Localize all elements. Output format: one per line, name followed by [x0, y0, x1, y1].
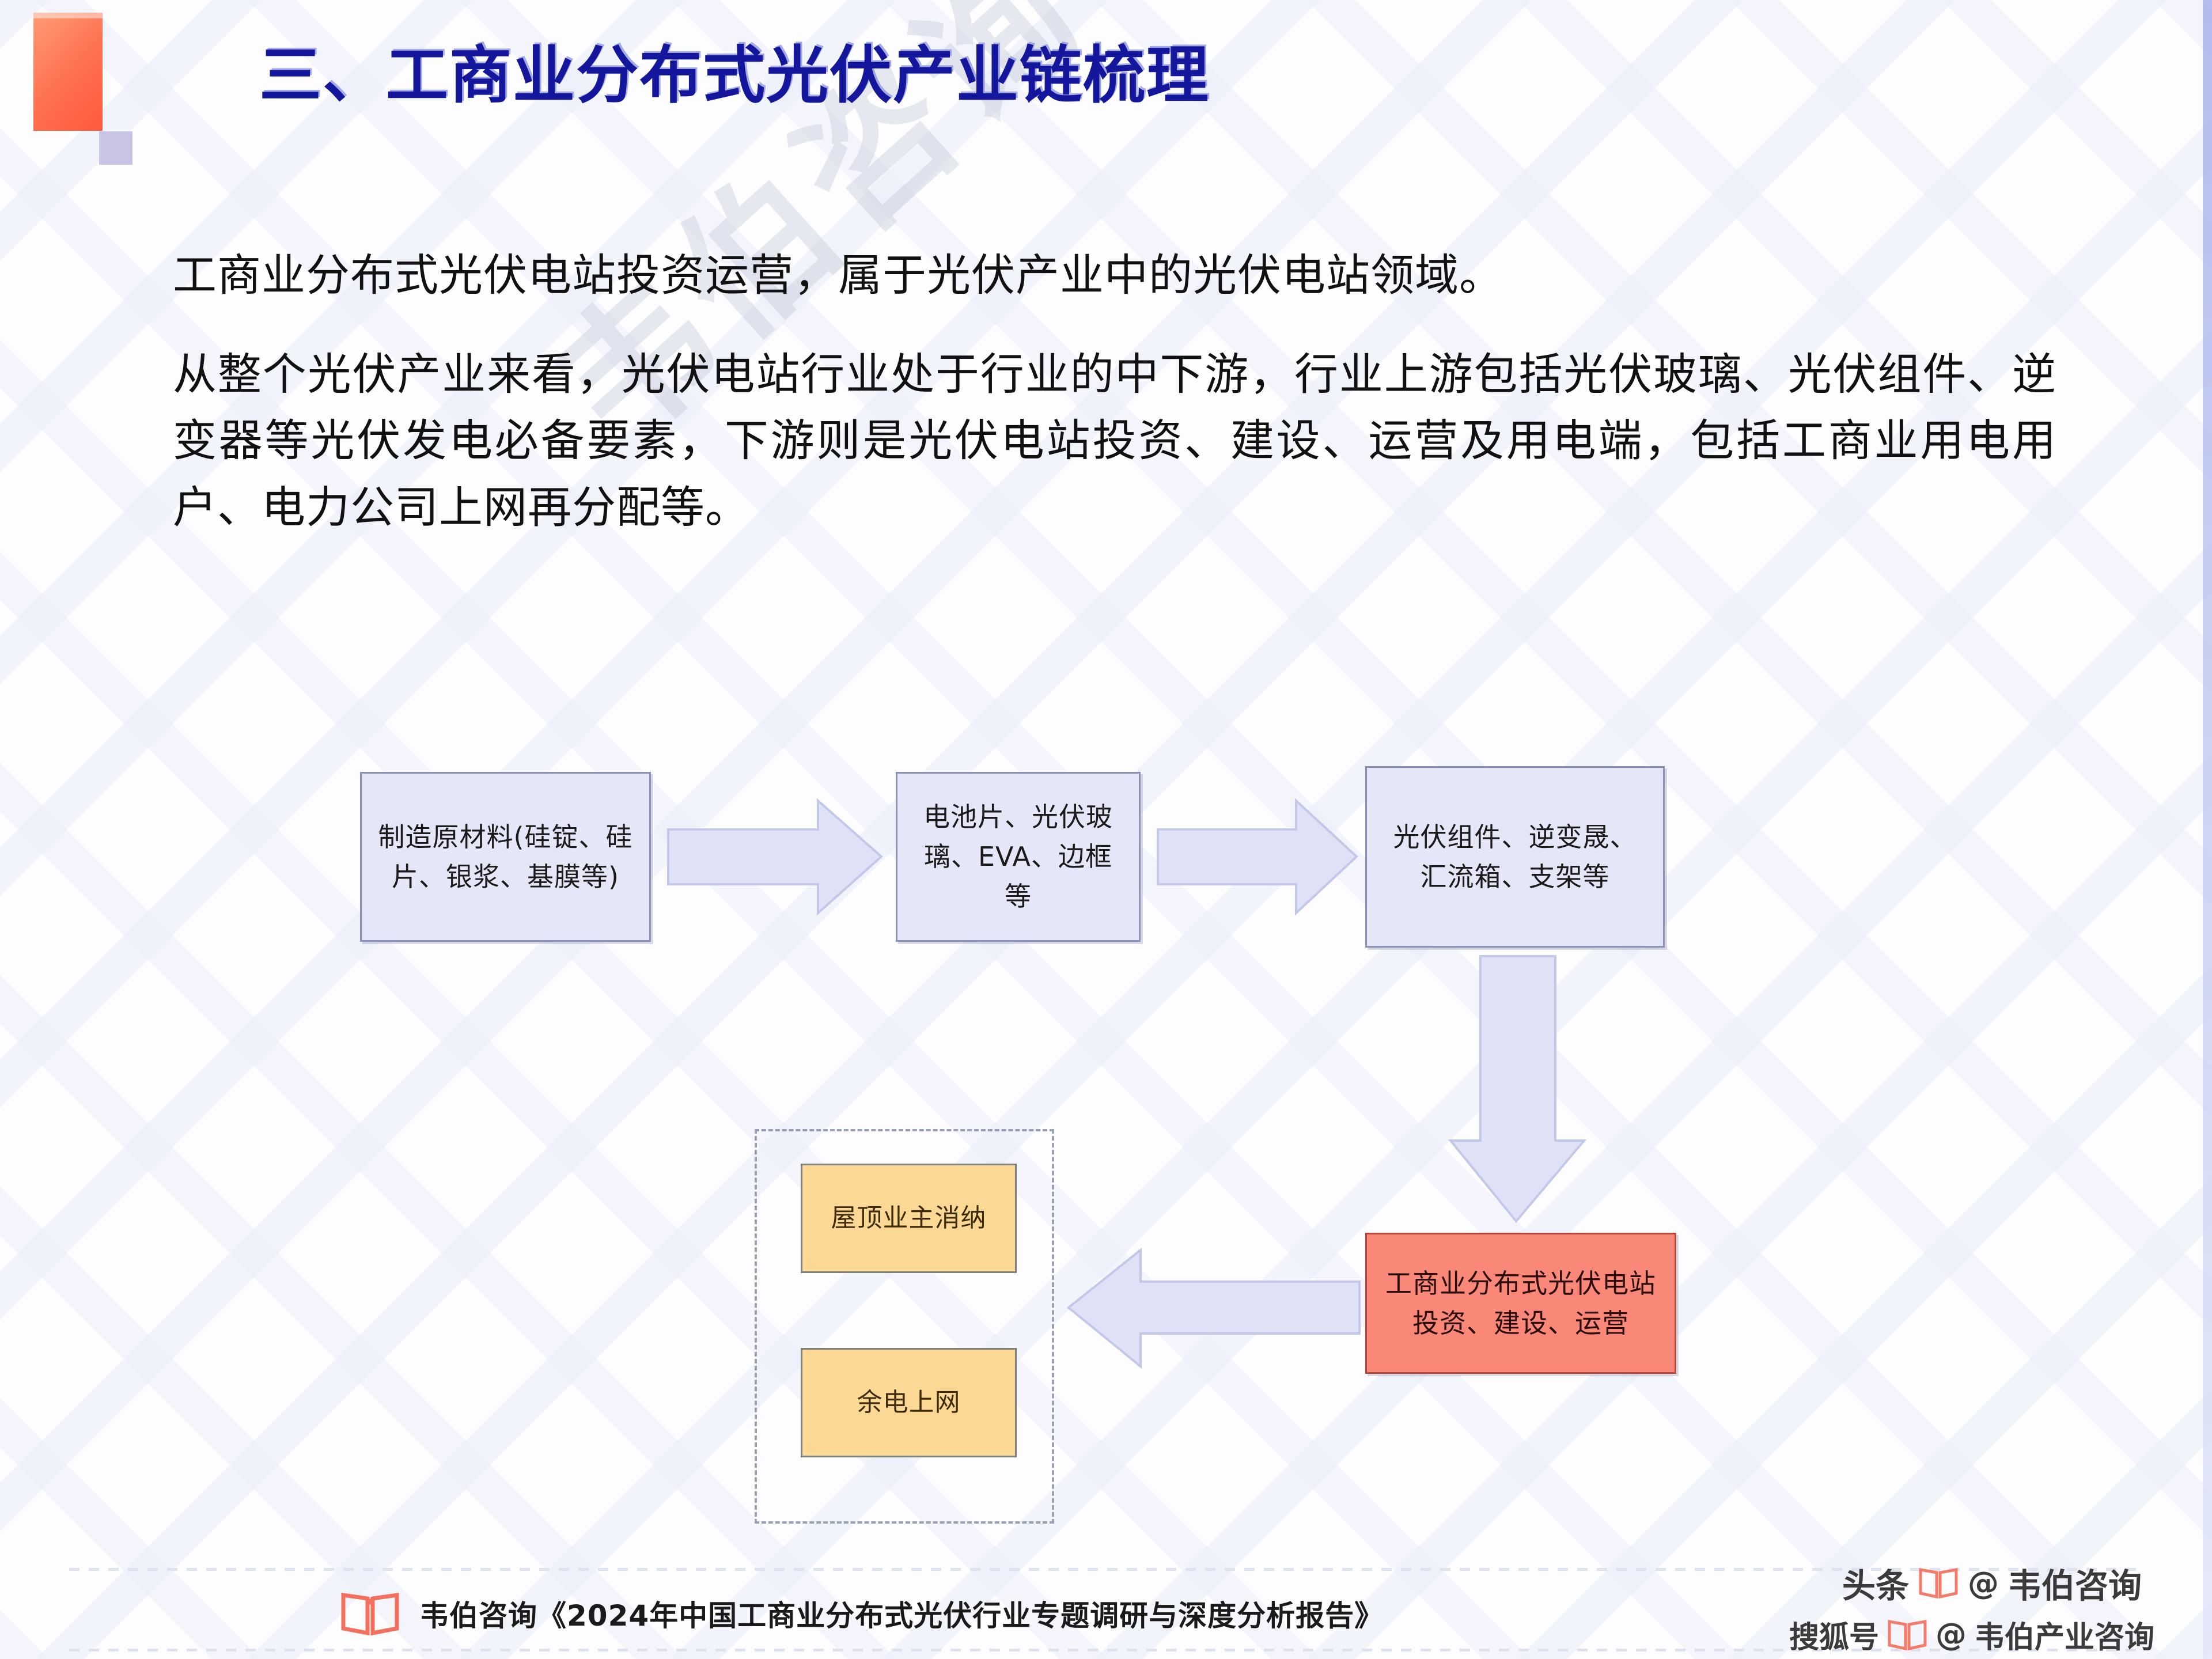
diagram-node-rooftop-owner[interactable]: 屋顶业主消纳: [801, 1164, 1017, 1273]
right-edge-accent: [2203, 0, 2212, 1659]
footer-source-text: 韦伯咨询《2024年中国工商业分布式光伏行业专题调研与深度分析报告》: [420, 1599, 1384, 1633]
node-label: 电池片、光伏玻璃、EVA、边框等: [923, 801, 1113, 912]
book-icon: [341, 1592, 399, 1636]
brand-at-symbol: @: [1967, 1565, 1999, 1601]
arrow-down-1: [1448, 955, 1587, 1224]
book-icon: [1888, 1619, 1927, 1650]
paragraph-2: 从整个光伏产业来看，光伏电站行业处于行业的中下游，行业上游包括光伏玻璃、光伏组件…: [173, 348, 2056, 533]
page-title: 三、工商业分布式光伏产业链梳理: [259, 40, 1210, 112]
brand-platform-label: 头条: [1842, 1566, 1909, 1605]
node-label: 光伏组件、逆变晟、汇流箱、支架等: [1393, 821, 1637, 892]
brand-toutiao: 头条 @ 韦伯咨询: [1842, 1559, 2142, 1607]
header-accent-square: [99, 131, 132, 165]
diagram-node-station-operation[interactable]: 工商业分布式光伏电站投资、建设、运营: [1365, 1233, 1676, 1374]
industry-chain-diagram: 制造原材料(硅锭、硅片、银浆、基膜等) 电池片、光伏玻璃、EVA、边框等 光伏组…: [0, 737, 2212, 1532]
diagram-node-cells-glass[interactable]: 电池片、光伏玻璃、EVA、边框等: [896, 772, 1141, 942]
header-accent-bar: [33, 13, 103, 131]
paragraph-1: 工商业分布式光伏电站投资运营，属于光伏产业中的光伏电站领域。: [173, 249, 1503, 301]
arrow-right-2: [1157, 798, 1358, 916]
brand-account-name: 韦伯咨询: [2008, 1566, 2142, 1605]
header-accent-bar-highlight: [33, 13, 103, 18]
diagram-node-modules-inverter[interactable]: 光伏组件、逆变晟、汇流箱、支架等: [1365, 766, 1665, 948]
brand-sohu: 搜狐号 @ 韦伯产业咨询: [1789, 1613, 2154, 1656]
diagram-consumption-group: [755, 1129, 1054, 1524]
node-label: 屋顶业主消纳: [831, 1203, 987, 1233]
diagram-node-upstream-materials[interactable]: 制造原材料(硅锭、硅片、银浆、基膜等): [360, 772, 651, 942]
brand-account-name: 韦伯产业咨询: [1974, 1620, 2154, 1655]
body-text-block: 工商业分布式光伏电站投资运营，属于光伏产业中的光伏电站领域。 从整个光伏产业来看…: [173, 242, 2056, 573]
footer-divider-top: [69, 1568, 2143, 1571]
brand-at-symbol: @: [1935, 1616, 1967, 1653]
node-label: 制造原材料(硅锭、硅片、银浆、基膜等): [378, 821, 633, 892]
arrow-left-1: [1066, 1247, 1361, 1369]
arrow-right-1: [667, 798, 884, 916]
book-icon: [1919, 1568, 1958, 1599]
diagram-node-surplus-grid[interactable]: 余电上网: [801, 1348, 1017, 1457]
node-label: 余电上网: [857, 1388, 961, 1417]
brand-platform-label: 搜狐号: [1789, 1620, 1879, 1655]
footer-divider-bottom: [69, 1649, 2143, 1652]
footer-source: 韦伯咨询《2024年中国工商业分布式光伏行业专题调研与深度分析报告》: [340, 1580, 1895, 1647]
node-label: 工商业分布式光伏电站投资、建设、运营: [1385, 1267, 1656, 1339]
